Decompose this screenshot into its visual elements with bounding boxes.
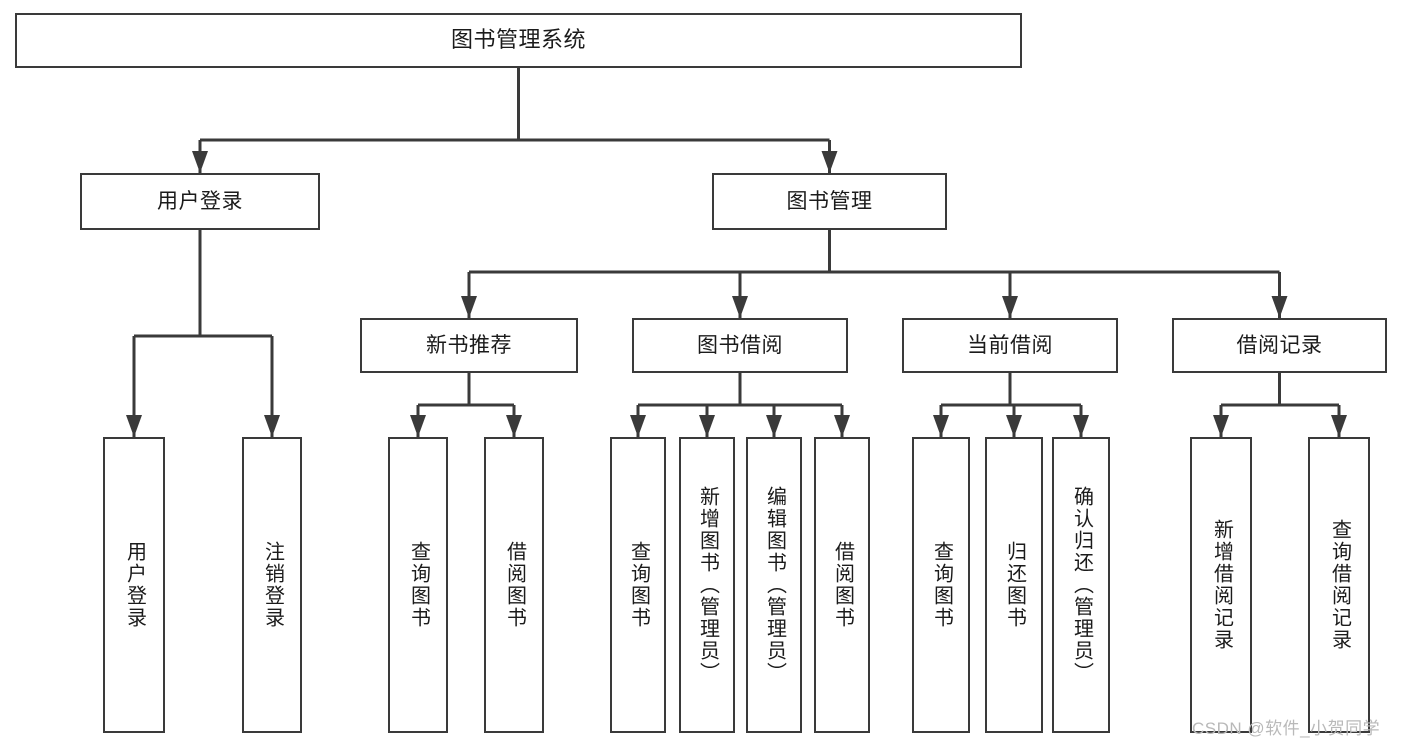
node-leaf-edit-book[interactable]: 编辑图书（管理员） <box>746 437 802 733</box>
node-label: 新书推荐 <box>426 333 512 357</box>
arrowhead-root-0 <box>192 151 208 173</box>
arrowhead-book_borrow-3 <box>834 415 850 437</box>
arrowhead-book_borrow-2 <box>766 415 782 437</box>
node-leaf-add-record[interactable]: 新增借阅记录 <box>1190 437 1252 733</box>
node-label: 确认归还（管理员） <box>1070 486 1093 684</box>
arrowhead-book_borrow-0 <box>630 415 646 437</box>
node-user-login[interactable]: 用户登录 <box>80 173 320 230</box>
node-leaf-user-logout[interactable]: 注销登录 <box>242 437 302 733</box>
node-label: 图书管理 <box>786 189 873 213</box>
node-book-borrow[interactable]: 图书借阅 <box>632 318 848 373</box>
node-label: 借阅图书 <box>831 541 854 629</box>
arrowhead-root-1 <box>821 151 838 173</box>
node-label: 图书借阅 <box>697 333 783 357</box>
node-label: 用户登录 <box>123 541 146 629</box>
node-borrow-record[interactable]: 借阅记录 <box>1172 318 1387 373</box>
node-label: 归还图书 <box>1003 541 1026 629</box>
node-label: 图书管理系统 <box>450 27 586 53</box>
arrowhead-book_borrow-1 <box>699 415 715 437</box>
node-leaf-query-book-3[interactable]: 查询图书 <box>912 437 970 733</box>
node-label: 编辑图书（管理员） <box>763 486 786 684</box>
arrowhead-user_login-0 <box>126 415 142 437</box>
node-book-manage[interactable]: 图书管理 <box>712 173 947 230</box>
arrowhead-new_book_rec-0 <box>410 415 426 437</box>
arrowhead-new_book_rec-1 <box>506 415 522 437</box>
node-leaf-query-book-1[interactable]: 查询图书 <box>388 437 448 733</box>
node-label: 新增图书（管理员） <box>696 486 719 684</box>
arrowhead-current_borrow-0 <box>933 415 949 437</box>
node-leaf-borrow-book-2[interactable]: 借阅图书 <box>814 437 870 733</box>
node-leaf-query-book-2[interactable]: 查询图书 <box>610 437 666 733</box>
node-label: 新增借阅记录 <box>1210 519 1233 651</box>
node-current-borrow[interactable]: 当前借阅 <box>902 318 1118 373</box>
node-label: 用户登录 <box>157 189 243 213</box>
node-label: 注销登录 <box>261 541 284 629</box>
node-label: 查询借阅记录 <box>1328 519 1351 651</box>
node-leaf-query-record[interactable]: 查询借阅记录 <box>1308 437 1370 733</box>
node-label: 借阅记录 <box>1236 333 1323 357</box>
node-leaf-borrow-book-1[interactable]: 借阅图书 <box>484 437 544 733</box>
arrowhead-book_manage-1 <box>732 296 748 318</box>
node-leaf-confirm-return[interactable]: 确认归还（管理员） <box>1052 437 1110 733</box>
node-label: 当前借阅 <box>967 333 1053 357</box>
arrowhead-book_manage-0 <box>461 296 477 318</box>
node-leaf-user-login[interactable]: 用户登录 <box>103 437 165 733</box>
node-label: 查询图书 <box>930 541 953 629</box>
arrowhead-book_manage-3 <box>1271 296 1288 318</box>
node-label: 查询图书 <box>407 541 430 629</box>
node-label: 查询图书 <box>627 541 650 629</box>
arrowhead-borrow_record-0 <box>1213 415 1229 437</box>
arrowhead-current_borrow-1 <box>1006 415 1022 437</box>
node-label: 借阅图书 <box>503 541 526 629</box>
arrowhead-borrow_record-1 <box>1331 415 1347 437</box>
node-leaf-return-book[interactable]: 归还图书 <box>985 437 1043 733</box>
node-root[interactable]: 图书管理系统 <box>15 13 1022 68</box>
arrowhead-current_borrow-2 <box>1073 415 1089 437</box>
node-new-book-rec[interactable]: 新书推荐 <box>360 318 578 373</box>
arrowhead-user_login-1 <box>264 415 280 437</box>
arrowhead-book_manage-2 <box>1002 296 1018 318</box>
node-leaf-add-book[interactable]: 新增图书（管理员） <box>679 437 735 733</box>
